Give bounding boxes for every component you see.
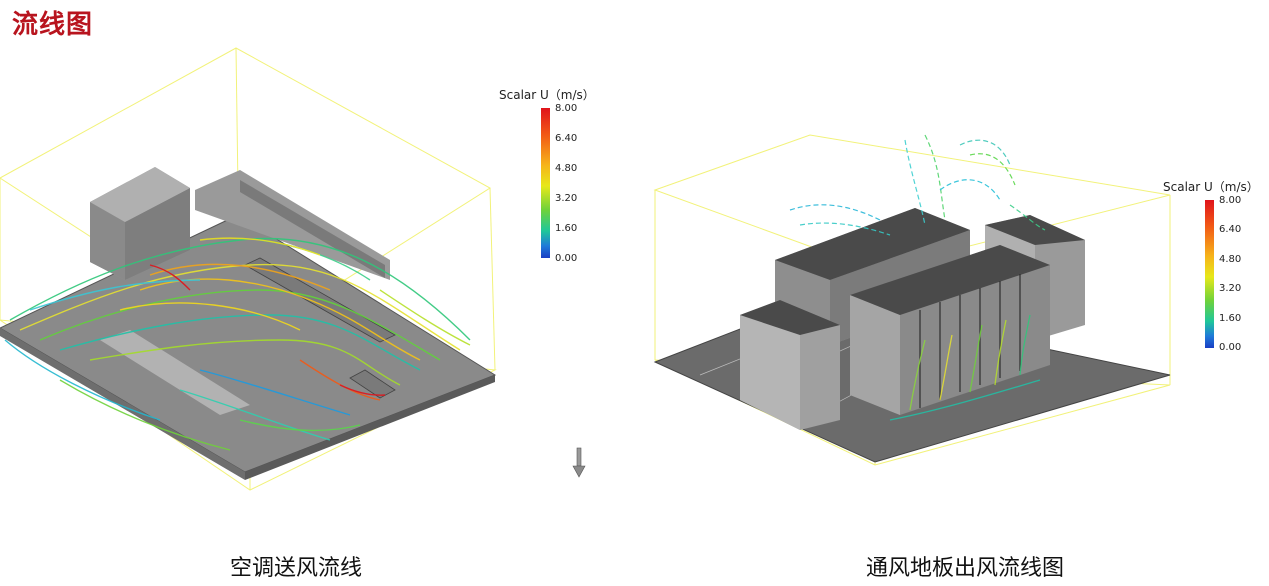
left-streamline-scene: [0, 47, 497, 491]
left-legend-tick: 3.20: [555, 193, 578, 204]
left-color-legend: Scalar U（m/s） 8.00 6.40 4.80 3.20 1.60 0…: [499, 86, 599, 271]
right-color-legend: Scalar U（m/s） 8.00 6.40 4.80 3.20 1.60 0…: [1163, 178, 1263, 363]
right-legend-tick: 0.00: [1219, 342, 1242, 353]
right-legend-tick: 1.60: [1219, 313, 1242, 324]
right-front-cabinet-row: [850, 245, 1050, 415]
left-legend-tick: 6.40: [555, 133, 578, 144]
right-caption: 通风地板出风流线图: [866, 556, 1065, 581]
page-title: 流线图: [12, 10, 94, 40]
left-legend-tick: 4.80: [555, 163, 578, 174]
right-streamline-scene: [653, 134, 1171, 466]
right-left-unit: [740, 300, 840, 430]
left-legend-tick: 0.00: [555, 253, 578, 264]
right-legend-title: Scalar U（m/s）: [1163, 180, 1259, 194]
axis-arrow-icon: [572, 447, 586, 478]
left-legend-title: Scalar U（m/s）: [499, 88, 595, 102]
left-ac-unit: [90, 167, 190, 280]
right-legend-tick: 8.00: [1219, 195, 1242, 206]
left-legend-tick: 1.60: [555, 223, 578, 234]
right-legend-tick: 6.40: [1219, 224, 1242, 235]
right-legend-tick: 4.80: [1219, 254, 1242, 265]
right-legend-colorbar: [1205, 200, 1214, 348]
left-legend-tick: 8.00: [555, 103, 578, 114]
left-legend-colorbar: [541, 108, 550, 258]
left-floor: [0, 214, 497, 473]
right-legend-tick: 3.20: [1219, 283, 1242, 294]
left-caption: 空调送风流线: [230, 556, 363, 581]
